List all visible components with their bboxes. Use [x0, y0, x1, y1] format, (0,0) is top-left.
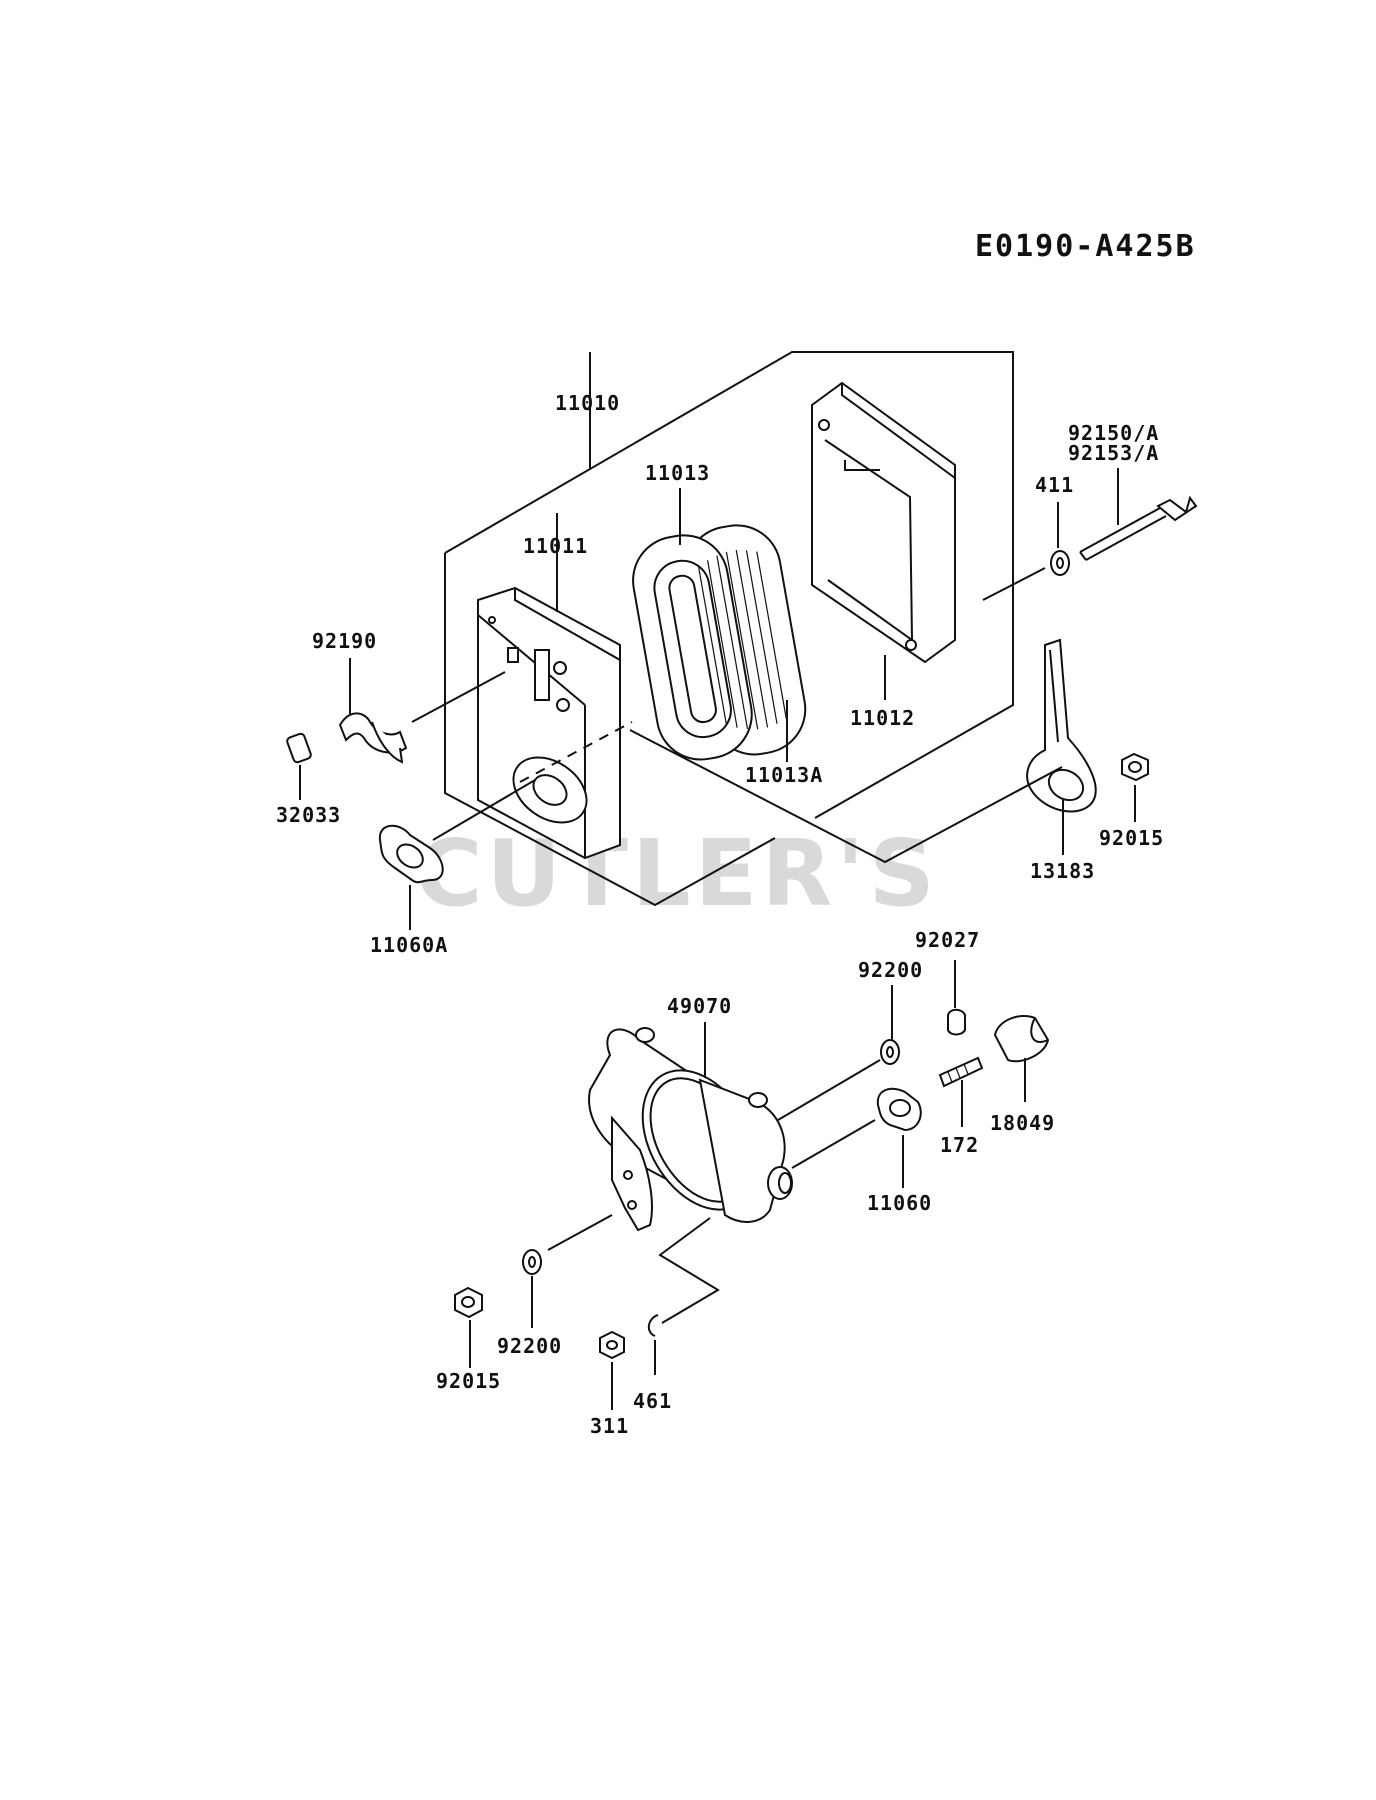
washer-411[interactable]	[1050, 550, 1070, 576]
watermark-text: CUTLER'S	[415, 820, 939, 927]
diagram-code: E0190-A425B	[975, 229, 1196, 264]
part-label-11010: 11010	[555, 391, 620, 415]
cap-92027[interactable]	[947, 1008, 966, 1036]
gasket-11060[interactable]	[876, 1087, 922, 1132]
part-label-92200-top: 92200	[858, 958, 923, 982]
wing-bolt-92150[interactable]	[1079, 495, 1198, 561]
nut-311[interactable]	[599, 1330, 625, 1360]
washer-92200-bottom[interactable]	[522, 1249, 542, 1275]
circlip-461[interactable]	[647, 1314, 659, 1337]
flange-nut-92015-bottom[interactable]	[454, 1286, 483, 1319]
part-label-11060A: 11060A	[370, 933, 448, 957]
breather-hose-92190[interactable]	[338, 712, 408, 764]
part-label-92027: 92027	[915, 928, 980, 952]
clip-32033[interactable]	[286, 732, 312, 764]
muffler-49070[interactable]	[588, 1027, 793, 1232]
part-label-13183: 13183	[1030, 859, 1095, 883]
part-label-411: 411	[1035, 473, 1074, 497]
part-label-11012: 11012	[850, 706, 915, 730]
part-label-92015-top: 92015	[1099, 826, 1164, 850]
gasket-11060A[interactable]	[378, 824, 444, 884]
part-label-11060: 11060	[867, 1191, 932, 1215]
part-label-18049: 18049	[990, 1111, 1055, 1135]
assembly-bracket-11010	[444, 351, 1014, 907]
part-label-11011: 11011	[523, 534, 588, 558]
part-label-461: 461	[633, 1389, 672, 1413]
part-label-49070: 49070	[667, 994, 732, 1018]
bracket-13183[interactable]	[1026, 638, 1097, 813]
air-cleaner-cover-11012[interactable]	[811, 381, 956, 664]
part-label-32033: 32033	[276, 803, 341, 827]
washer-92200-top[interactable]	[880, 1039, 900, 1065]
air-filter-element-11013[interactable]	[626, 518, 812, 766]
part-label-11013: 11013	[645, 461, 710, 485]
part-label-92153A: 92153/A	[1068, 441, 1159, 465]
part-label-92150A: 92150/A	[1068, 421, 1159, 445]
stud-172[interactable]	[938, 1056, 984, 1088]
part-label-92200-bottom: 92200	[497, 1334, 562, 1358]
part-label-92190: 92190	[312, 629, 377, 653]
part-label-172: 172	[940, 1133, 979, 1157]
cap-18049[interactable]	[993, 1015, 1050, 1063]
part-label-11013A: 11013A	[745, 763, 823, 787]
flange-nut-92015-top[interactable]	[1121, 752, 1149, 782]
part-label-311: 311	[590, 1414, 629, 1438]
air-cleaner-base-11011[interactable]	[477, 586, 621, 860]
part-label-92015-bottom: 92015	[436, 1369, 501, 1393]
